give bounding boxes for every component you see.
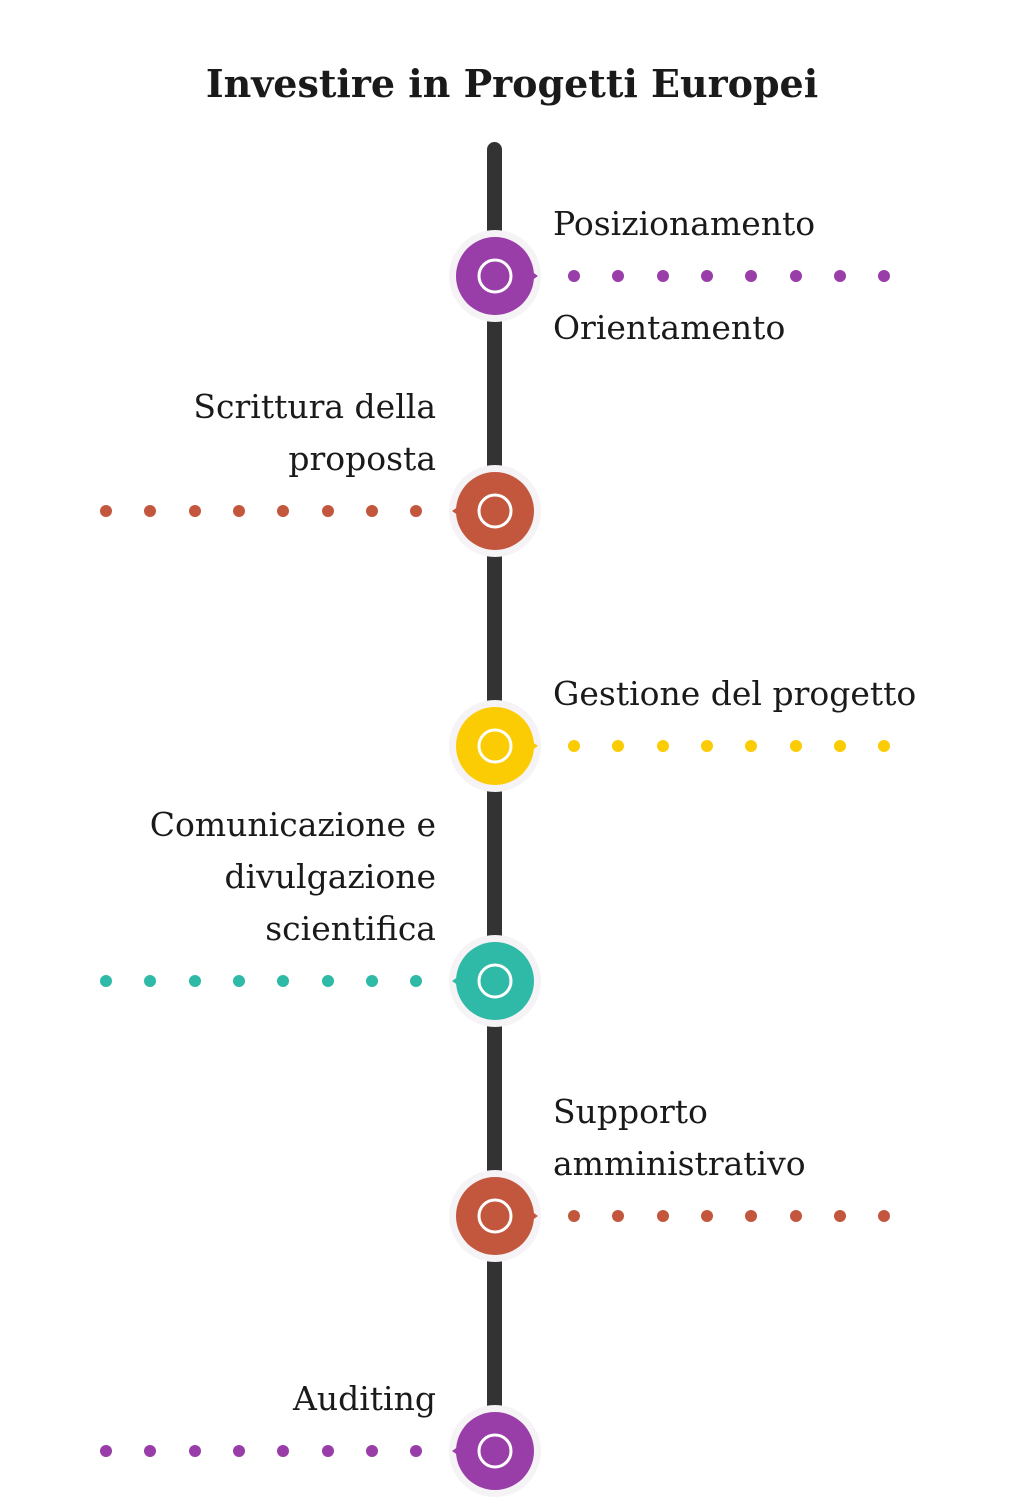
connector-dot [365,505,378,517]
connector-dot [700,740,713,752]
connector-dot [612,270,625,282]
step-label-line: Gestione del progetto [553,674,917,713]
connector-dot [745,270,758,282]
connector-dot [833,1210,846,1222]
connector-dot [410,505,423,517]
connector-dot [100,1445,112,1457]
step-node-1 [446,227,544,325]
ring-icon [477,493,513,529]
connector-dot [833,270,846,282]
connector-dot [568,740,580,752]
step-connector-1 [568,266,896,286]
connector-dot [789,1210,802,1222]
step-label-4: Comunicazione e divulgazione scientifica [150,799,436,955]
step-node-6 [446,1402,544,1500]
step-label-line: Supporto [553,1092,708,1131]
connector-dot [878,270,891,282]
connector-dot [321,975,334,987]
connector-dot [789,270,802,282]
connector-dot [612,740,625,752]
step-connector-3 [568,736,896,756]
connector-dot [878,1210,891,1222]
ring-icon [477,728,513,764]
step-connector-5 [568,1206,896,1226]
connector-dot [277,975,290,987]
connector-dot [878,740,891,752]
ring-icon [477,258,513,294]
ring-icon [477,1433,513,1469]
step-connector-6 [100,1441,428,1461]
connector-dot [144,975,157,987]
step-sublabel-orientamento: Orientamento [553,308,786,347]
connector-dot [232,1445,245,1457]
step-node-5 [446,1167,544,1265]
connector-dot [188,505,201,517]
step-node-2 [446,462,544,560]
step-label-5: Supporto amministrativo [553,1086,806,1190]
connector-dot [100,505,112,517]
connector-dot [144,505,157,517]
step-label-2: Scrittura della proposta [193,381,436,485]
connector-dot [365,975,378,987]
step-label-line: Comunicazione e [149,805,436,844]
connector-dot [188,1445,201,1457]
connector-dot [365,1445,378,1457]
connector-dot [656,740,669,752]
step-connector-2 [100,501,428,521]
step-label-3: Gestione del progetto [553,668,916,720]
connector-dot [277,1445,290,1457]
step-label-line: divulgazione [224,857,436,896]
step-label-line: Posizionamento [553,204,816,243]
step-label-line: amministrativo [553,1144,806,1183]
connector-dot [321,505,334,517]
ring-icon [477,963,513,999]
connector-dot [568,1210,580,1222]
connector-dot [745,740,758,752]
connector-dot [745,1210,758,1222]
connector-dot [188,975,201,987]
connector-dot [277,505,290,517]
connector-dot [700,1210,713,1222]
connector-dot [656,1210,669,1222]
ring-icon [477,1198,513,1234]
connector-dot [100,975,112,987]
diagram-title: Investire in Progetti Europei [205,61,819,106]
step-label-line: Auditing [293,1379,436,1418]
connector-dot [789,740,802,752]
connector-dot [568,270,580,282]
connector-dot [612,1210,625,1222]
connector-dot [321,1445,334,1457]
connector-dot [144,1445,157,1457]
step-connector-4 [100,971,428,991]
step-label-line: proposta [288,439,436,478]
connector-dot [232,505,245,517]
connector-dot [410,1445,423,1457]
step-node-4 [446,932,544,1030]
connector-dot [833,740,846,752]
step-label-1: Posizionamento [553,198,815,250]
connector-dot [700,270,713,282]
step-label-line: Scrittura della [193,387,436,426]
connector-dot [656,270,669,282]
connector-dot [410,975,423,987]
step-node-3 [446,697,544,795]
connector-dot [232,975,245,987]
step-label-6: Auditing [293,1373,436,1425]
step-label-line: scientifica [265,909,436,948]
